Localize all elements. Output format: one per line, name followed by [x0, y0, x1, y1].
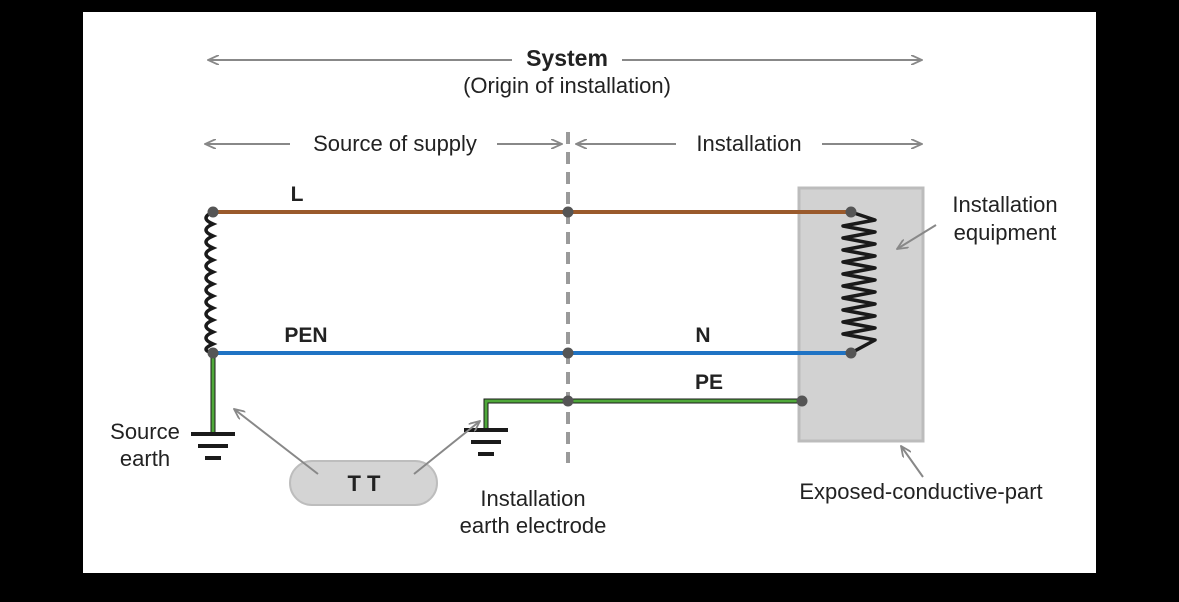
source-earth-label-1: Source [110, 419, 180, 444]
source-of-supply-label: Source of supply [313, 131, 477, 156]
system-title: System [526, 45, 608, 71]
junction-dots [207, 206, 857, 407]
installation-label: Installation [696, 131, 801, 156]
junction-dot [562, 206, 574, 218]
junction-dot [845, 347, 857, 359]
junction-dot [207, 206, 219, 218]
tt-pointer-source-earth [234, 409, 319, 475]
installation-equipment-label-1: Installation [952, 192, 1057, 217]
pe-conductor [484, 399, 802, 428]
installation-electrode-label-1: Installation [480, 486, 585, 511]
line-label: L [291, 183, 304, 206]
transformer-winding-icon [204, 210, 218, 355]
installation-dimension: Installation [576, 131, 922, 156]
installation-electrode-label-2: earth electrode [460, 513, 607, 538]
equipment-pointer-arrow [897, 224, 937, 249]
pen-label: PEN [284, 324, 327, 347]
junction-dot [562, 347, 574, 359]
system-dimension: System (Origin of installation) [208, 45, 922, 98]
installation-equipment-label-2: equipment [954, 220, 1057, 245]
exposed-conductive-part-label: Exposed-conductive-part [799, 479, 1042, 504]
earth-ground-icon [191, 432, 235, 460]
source-earth-label-2: earth [120, 446, 170, 471]
resistor-load-icon [841, 210, 877, 355]
junction-dot [562, 395, 574, 407]
junction-dot [845, 206, 857, 218]
diagram-panel [83, 12, 1096, 573]
junction-dot [207, 347, 219, 359]
tt-system-badge [289, 460, 438, 506]
exposed-part-pointer-arrow [901, 446, 924, 478]
source-dimension: Source of supply [205, 131, 562, 156]
junction-dot [796, 395, 808, 407]
pe-label: PE [695, 371, 723, 394]
system-subtitle: (Origin of installation) [463, 73, 671, 98]
tt-pointer-installation-earth [413, 421, 480, 475]
tt-system-label: T T [348, 471, 382, 496]
neutral-label: N [695, 324, 710, 347]
